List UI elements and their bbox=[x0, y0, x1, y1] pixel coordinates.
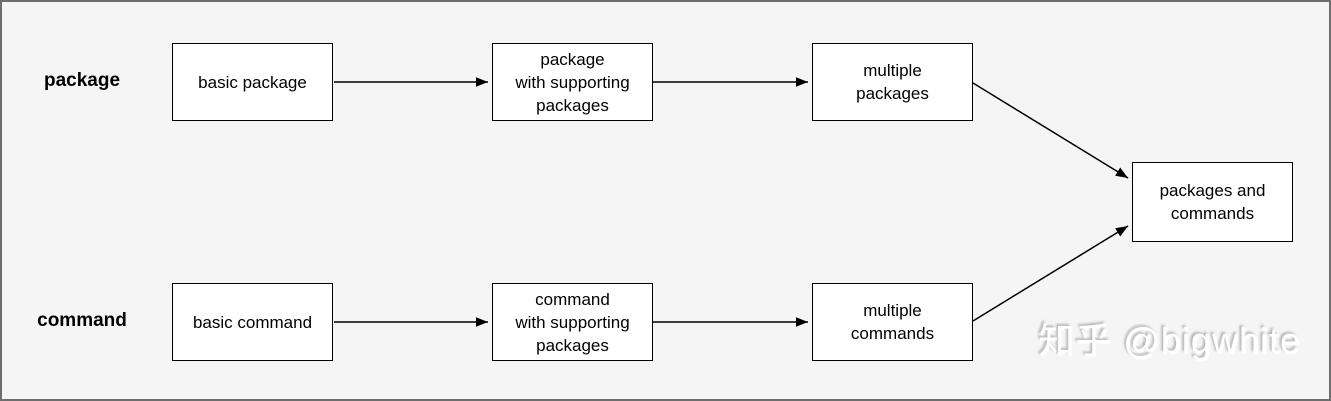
watermark: 知乎 @bigwhite bbox=[1038, 320, 1301, 361]
row-label-package: package bbox=[43, 70, 121, 91]
node-packages-and-commands-label: packages and commands bbox=[1159, 181, 1266, 223]
arrow-multiple-commands-to-packages-and-commands bbox=[972, 225, 1129, 322]
node-package-with-supporting-packages-label: package with supporting packages bbox=[515, 49, 630, 115]
node-basic-package: basic package bbox=[172, 43, 333, 121]
node-basic-command-label: basic command bbox=[192, 312, 313, 332]
node-basic-package-label: basic package bbox=[198, 72, 307, 92]
node-package-with-supporting-packages: package with supporting packages bbox=[492, 43, 653, 121]
node-basic-command: basic command bbox=[172, 283, 333, 361]
row-label-command: command bbox=[37, 310, 127, 331]
node-packages-and-commands: packages and commands bbox=[1132, 162, 1293, 242]
node-multiple-packages: multiple packages bbox=[812, 43, 973, 121]
node-multiple-commands: multiple commands bbox=[812, 283, 973, 361]
arrow-multiple-packages-to-packages-and-commands bbox=[972, 82, 1129, 179]
node-command-with-supporting-packages-label: command with supporting packages bbox=[515, 289, 630, 355]
node-command-with-supporting-packages: command with supporting packages bbox=[492, 283, 653, 361]
node-multiple-packages-label: multiple packages bbox=[856, 61, 929, 103]
node-multiple-commands-label: multiple commands bbox=[850, 301, 935, 343]
